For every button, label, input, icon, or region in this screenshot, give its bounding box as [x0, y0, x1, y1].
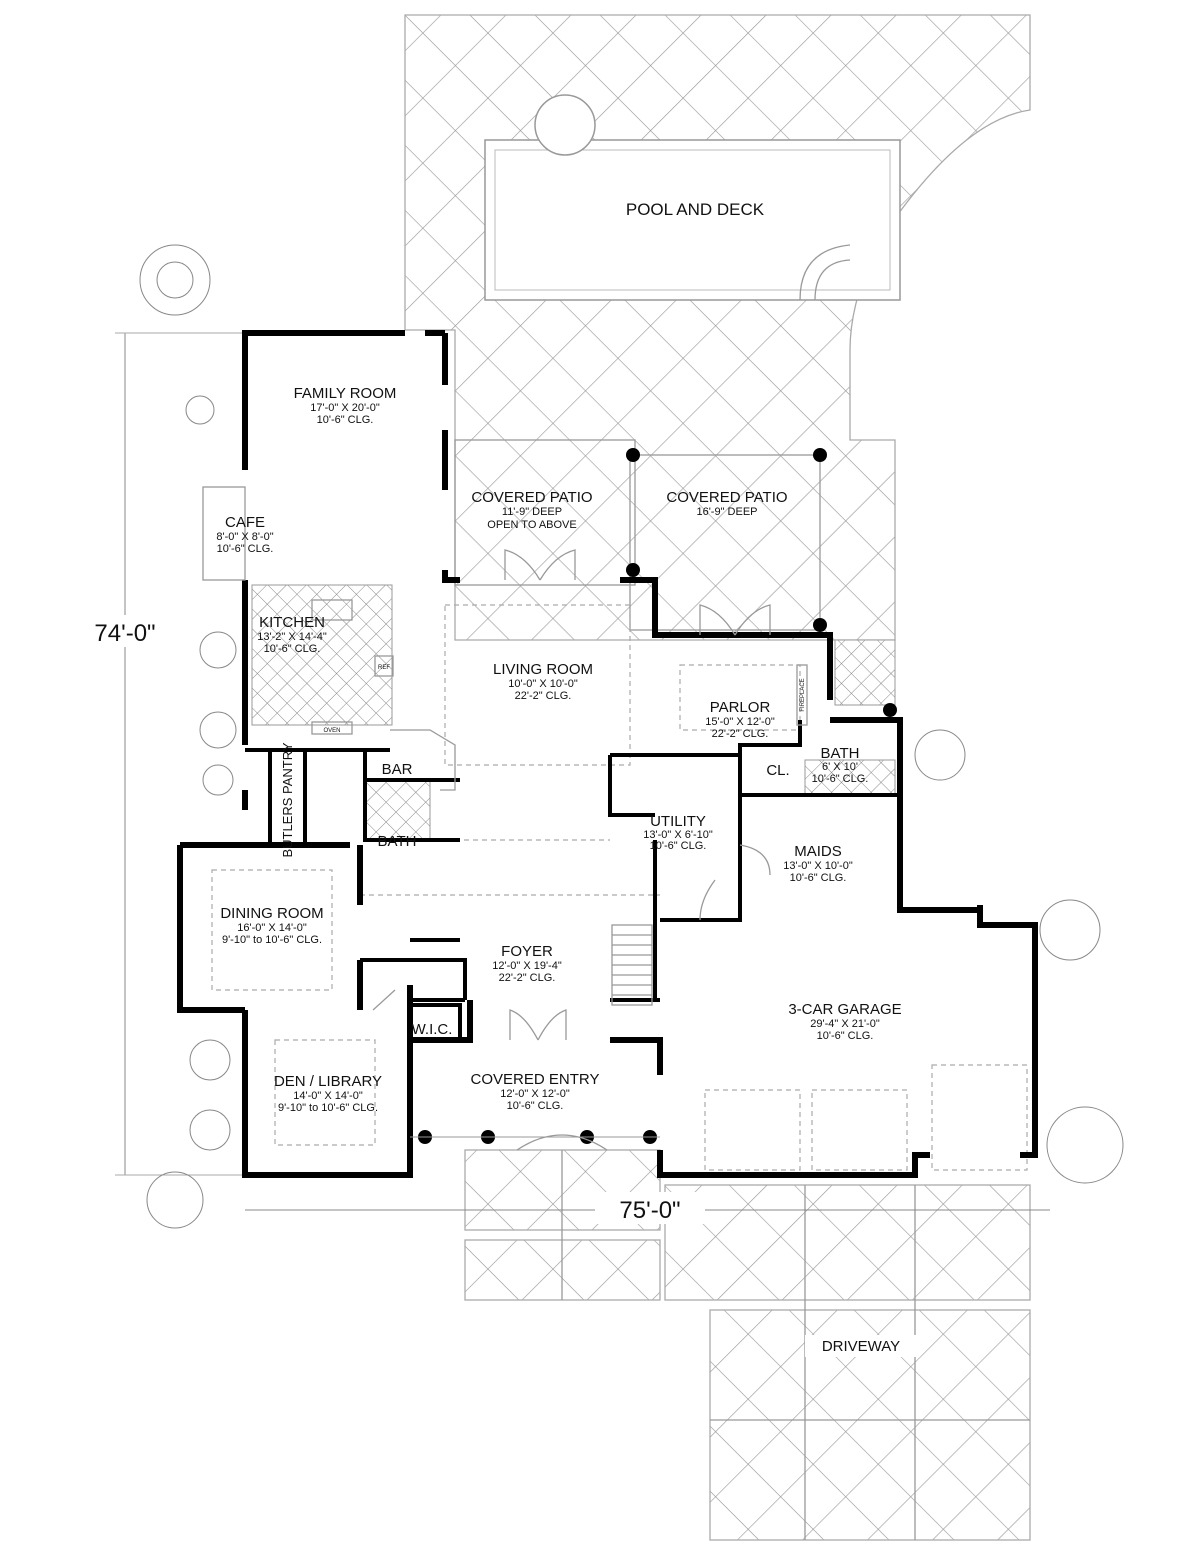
maids-size: 13'-0" X 10'-0"	[783, 860, 853, 872]
garage-ceiling: 10'-6" CLG.	[817, 1030, 874, 1042]
den-ceiling: 9'-10" to 10'-6" CLG.	[278, 1102, 378, 1114]
maid-bath-floor	[804, 759, 896, 796]
interior-walls	[245, 720, 900, 1040]
maid-bath-size: 6' X 10'	[822, 761, 858, 773]
maid-bath-ceiling: 10'-6" CLG.	[812, 773, 869, 785]
room-labels: POOL AND DECK FAMILY ROOM 17'-0" X 20'-0…	[216, 200, 917, 1357]
parlor-label: PARLOR	[710, 699, 771, 716]
cafe-ceiling: 10'-6" CLG.	[217, 543, 274, 555]
pool-deck	[404, 14, 1031, 641]
maids-label: MAIDS	[794, 843, 842, 860]
kitchen-size: 13'-2" X 14'-4"	[257, 631, 327, 643]
pool	[484, 139, 901, 301]
parlor-size: 15'-0" X 12'-0"	[705, 716, 775, 728]
family-room-label: FAMILY ROOM	[294, 385, 397, 402]
garage-size: 29'-4" X 21'-0"	[810, 1018, 880, 1030]
landscaping	[139, 244, 1124, 1229]
covered-entry-ceiling: 10'-6" CLG.	[507, 1100, 564, 1112]
utility-label: UTILITY	[650, 813, 706, 830]
svg-text:OVEN: OVEN	[323, 728, 340, 734]
covered-patio-1-label: COVERED PATIO	[471, 489, 592, 506]
cafe-bay	[202, 486, 246, 581]
width-dimension: 75'-0"	[245, 1192, 1050, 1224]
driveway-label: DRIVEWAY	[822, 1338, 900, 1355]
garage-label: 3-CAR GARAGE	[788, 1001, 901, 1018]
covered-patio-2-label: COVERED PATIO	[666, 489, 787, 506]
parlor-ceiling: 22'-2" CLG.	[712, 728, 769, 740]
den-size: 14'-0" X 14'-0"	[293, 1090, 363, 1102]
depth-dimension: 74'-0"	[70, 332, 245, 1176]
driveway	[464, 1149, 1031, 1541]
width-dimension-label: 75'-0"	[619, 1197, 680, 1224]
cafe-label: CAFE	[225, 514, 265, 531]
spa	[534, 94, 596, 156]
parlor-fireplace: FIREPLACE	[796, 664, 808, 726]
family-room-ceiling: 10'-6" CLG.	[317, 414, 374, 426]
kitchen-floor	[251, 584, 393, 726]
closet-label: CL.	[766, 762, 789, 779]
dining-room-size: 16'-0" X 14'-0"	[237, 922, 307, 934]
foyer-ceiling: 22'-2" CLG.	[499, 972, 556, 984]
svg-text:REF: REF	[378, 665, 390, 671]
covered-patio-1-note: OPEN TO ABOVE	[487, 519, 576, 531]
kitchen-ceiling: 10'-6" CLG.	[264, 643, 321, 655]
covered-patio-1-depth: 11'-9" DEEP	[502, 506, 562, 518]
living-room-size: 10'-0" X 10'-0"	[508, 678, 578, 690]
living-room-label: LIVING ROOM	[493, 661, 593, 678]
bath-label: BATH	[378, 833, 417, 850]
wic-label: W.I.C.	[412, 1021, 453, 1038]
exterior-walls	[177, 330, 1038, 1178]
foyer-size: 12'-0" X 19'-4"	[492, 960, 562, 972]
doors	[372, 549, 771, 1151]
living-room-ceiling: 22'-2" CLG.	[515, 690, 572, 702]
bar-label: BAR	[382, 761, 413, 778]
utility-size: 13'-0" X 6'-10"	[643, 829, 713, 841]
maids-ceiling: 10'-6" CLG.	[790, 872, 847, 884]
svg-text:74'-0": 74'-0"	[94, 620, 155, 647]
pool-label: POOL AND DECK	[626, 200, 765, 219]
maid-bath-label: BATH	[821, 745, 860, 762]
den-label: DEN / LIBRARY	[274, 1073, 382, 1090]
butlers-pantry-label: BUTLERS PANTRY	[280, 742, 295, 857]
columns	[410, 448, 897, 1144]
staircase	[611, 924, 653, 1006]
covered-patio-2-depth: 16'-9" DEEP	[696, 506, 757, 518]
dining-room-ceiling: 9'-10" to 10'-6" CLG.	[222, 934, 322, 946]
kitchen-label: KITCHEN	[259, 614, 325, 631]
family-room-size: 17'-0" X 20'-0"	[310, 402, 380, 414]
dining-room-label: DINING ROOM	[220, 905, 323, 922]
bath-floor	[364, 779, 431, 841]
covered-entry-label: COVERED ENTRY	[471, 1071, 600, 1088]
foyer-label: FOYER	[501, 943, 553, 960]
svg-text:FIREPLACE: FIREPLACE	[800, 678, 806, 711]
utility-ceiling: 10'-6" CLG.	[650, 840, 707, 852]
kitchen-fixtures: OVEN REF	[311, 599, 456, 791]
cafe-size: 8'-0" X 8'-0"	[216, 531, 273, 543]
covered-entry-size: 12'-0" X 12'-0"	[500, 1088, 570, 1100]
